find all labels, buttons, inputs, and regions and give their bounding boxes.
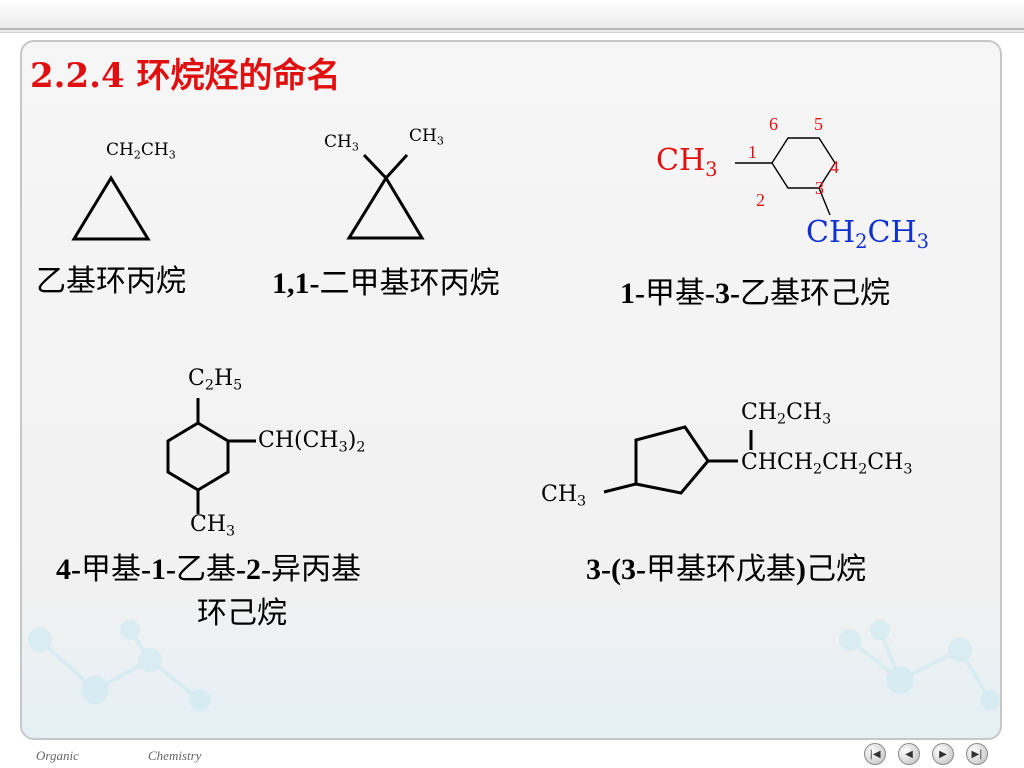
compound-name-ethylcyclopropane: 乙基环丙烷 xyxy=(36,264,186,299)
locant-1: 1 xyxy=(748,142,757,162)
nav-prev-button[interactable]: ◀ xyxy=(898,743,920,765)
slide-panel xyxy=(20,40,1002,740)
locant-6: 6 xyxy=(769,114,778,134)
methyl-label-4: CH3 xyxy=(190,512,236,540)
locant-5: 5 xyxy=(814,114,823,134)
cyclohexane-ring-3 xyxy=(771,137,836,189)
top-bar xyxy=(0,0,1024,32)
ethyl-label-c2h5: C2H5 xyxy=(188,366,243,394)
cyclopropane-ring-1 xyxy=(71,175,151,241)
cyclohexane-ring-4 xyxy=(166,421,230,492)
compound-name-dimethylcyclopropane: 1,1-二甲基环丙烷 xyxy=(272,266,500,301)
cyclopropane-ring-2 xyxy=(346,175,425,240)
ethyl-substituent-label: CH2CH3 xyxy=(106,140,176,162)
methyl-bond-a xyxy=(362,153,388,180)
methyl-label-5: CH3 xyxy=(541,482,587,510)
locant-3: 3 xyxy=(815,178,824,198)
methyl-label-red: CH3 xyxy=(656,143,718,181)
methyl-label-a: CH3 xyxy=(324,132,359,154)
methyl-label-b: CH3 xyxy=(409,126,444,148)
hexane-chain-label: CHCH2CH2CH3 xyxy=(741,450,913,478)
nav-last-button[interactable]: ▶| xyxy=(966,743,988,765)
slide-title: 2.2.4 环烷烃的命名 xyxy=(30,56,341,96)
compound-name-line2: 环己烷 xyxy=(197,596,287,631)
footer-organic: Organic xyxy=(36,748,79,763)
nav-next-button[interactable]: ▶ xyxy=(932,743,954,765)
ethyl-label-5: CH2CH3 xyxy=(741,400,832,428)
nav-first-button[interactable]: |◀ xyxy=(864,743,886,765)
ethyl-bond-3 xyxy=(818,187,831,216)
cyclopentane-ring xyxy=(634,425,710,495)
methyl-bond-b xyxy=(384,153,409,180)
compound-name-methylcyclopentyl-hexane: 3-(3-甲基环戊基)己烷 xyxy=(586,552,866,587)
top-rule-thin xyxy=(0,32,1024,33)
top-rule xyxy=(0,28,1024,30)
methyl-bond-5 xyxy=(603,482,637,494)
ethyl-label-blue: CH2CH3 xyxy=(806,215,930,253)
compound-name-trisubstituted-cyclohexane: 4-甲基-1-乙基-2-异丙基 xyxy=(56,552,361,587)
compound-name-methylethylcyclohexane: 1-甲基-3-乙基环己烷 xyxy=(620,276,890,311)
isopropyl-label: CH(CH3)2 xyxy=(258,428,366,456)
footer-chemistry: Chemistry xyxy=(148,748,202,763)
locant-4: 4 xyxy=(830,157,839,177)
locant-2: 2 xyxy=(756,190,765,210)
